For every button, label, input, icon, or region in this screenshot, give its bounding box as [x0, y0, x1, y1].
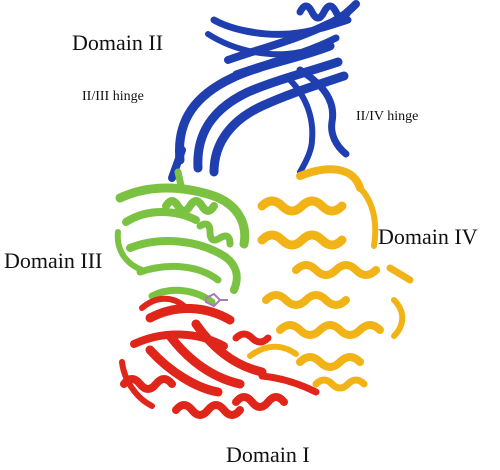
label-domain-iii: Domain III — [4, 248, 103, 273]
domain-ii-structure — [168, 0, 360, 182]
label-hinge-ii-iii: II/III hinge — [82, 89, 144, 104]
label-domain-iv: Domain IV — [378, 224, 478, 249]
domain-iv-structure — [247, 165, 414, 392]
label-domain-i: Domain I — [226, 442, 310, 467]
label-domain-ii: Domain II — [72, 30, 164, 55]
label-hinge-ii-iv: II/IV hinge — [356, 109, 419, 124]
domain-iii-structure — [114, 168, 250, 306]
ligand-structure — [205, 292, 228, 308]
domain-i-structure — [119, 295, 320, 419]
